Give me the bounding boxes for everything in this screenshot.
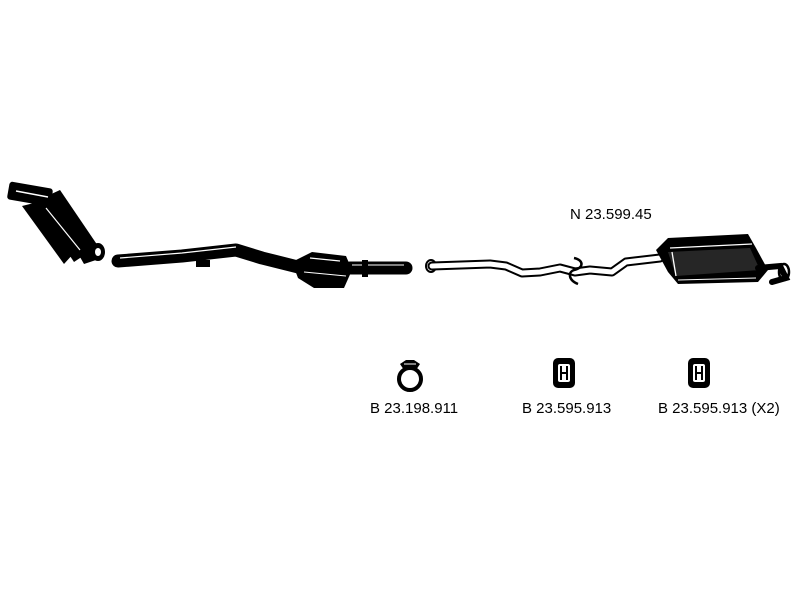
rubber-mount-2-code: B 23.595.913 (X2) xyxy=(658,400,780,417)
rubber-mount-1-code: B 23.595.913 xyxy=(522,400,611,417)
middle-pipe-with-catalyst xyxy=(111,243,413,288)
rubber-mount-icon xyxy=(553,358,575,388)
rubber-mount-icon xyxy=(688,358,710,388)
front-downpipe xyxy=(7,181,105,264)
rear-silencer-code: N 23.599.45 xyxy=(570,206,652,223)
clamp-code: B 23.198.911 xyxy=(370,400,458,417)
rear-pipe-with-silencer xyxy=(425,234,791,286)
pipe-clamp-icon xyxy=(397,360,423,392)
